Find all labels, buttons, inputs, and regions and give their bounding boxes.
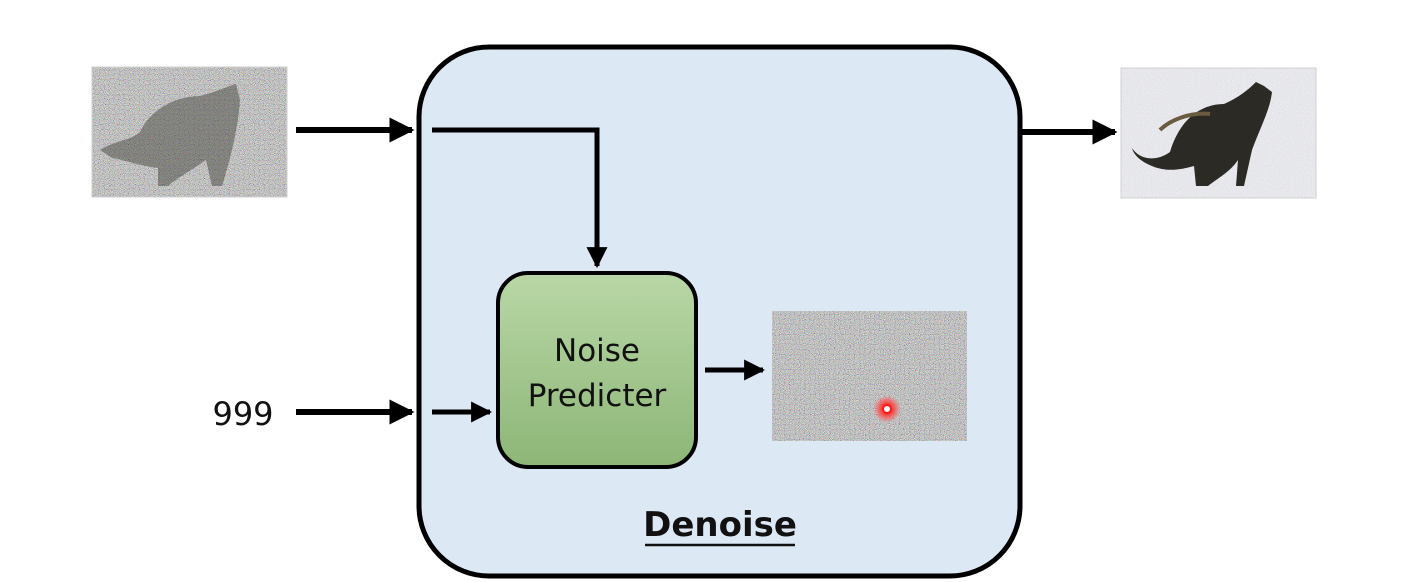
arrow-to-noise-predicter	[432, 127, 608, 269]
denoise-title: Denoise	[643, 505, 797, 545]
input-noisy-cat-image	[92, 67, 287, 197]
noise-predicter-label-line1: Noise	[554, 333, 640, 369]
timestep-label: 999	[212, 395, 273, 433]
noise-predicter-label-line2: Predicter	[528, 378, 667, 414]
noise-predicter-box	[496, 271, 698, 469]
output-cat-image	[1121, 68, 1316, 198]
predicted-noise-image	[772, 311, 967, 441]
